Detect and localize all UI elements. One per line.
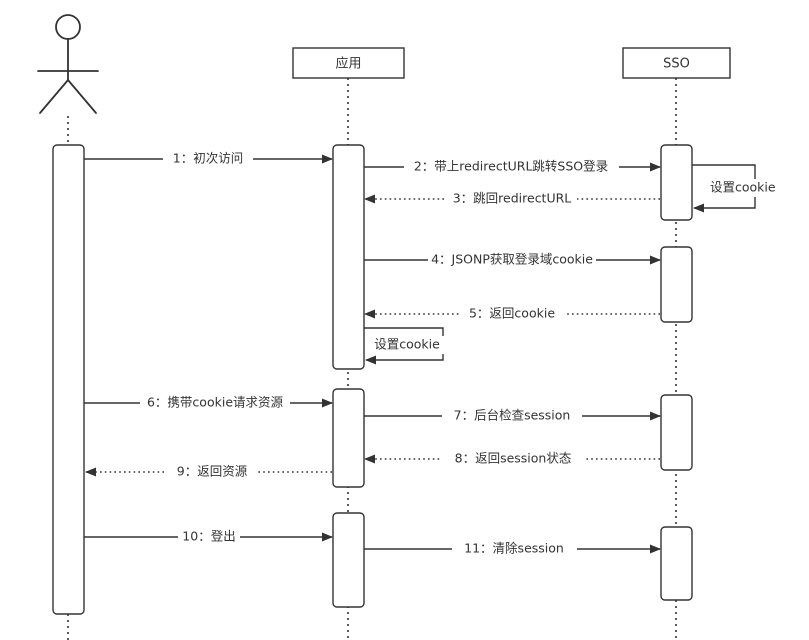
participant-sso-box [622,47,731,79]
message-7[interactable]: 7：后台检查session [364,407,661,425]
activation-bar-app-3 [332,512,365,608]
participant-actor[interactable] [37,14,99,114]
message-1-label: 1：初次访问 [173,151,243,166]
activation-bar-app-1 [332,144,365,370]
message-8[interactable]: 8：返回session状态 [364,450,660,468]
message-3-label-bg [447,190,577,208]
self-message-app-set-cookie[interactable]: 设置cookie [364,327,444,365]
message-8-label-bg [440,450,586,468]
activation-bar-sso-4 [660,526,693,601]
participant-app-label: 应用 [335,56,361,72]
message-4[interactable]: 4：JSONP获取登录域cookie [364,251,661,269]
message-5-label: 5：返回cookie [469,306,555,321]
activation-bar-sso-1 [660,144,693,221]
actor-leg-left-icon [39,79,69,114]
message-10-label: 10：登出 [182,529,235,544]
message-1-label-bg [163,150,253,168]
self-message-app-label-bg [371,336,444,354]
message-9-label: 9：返回资源 [177,464,248,479]
message-10[interactable]: 10：登出 [84,528,333,546]
message-2-label: 2：带上redirectURL跳转SSO登录 [414,159,608,174]
message-8-label: 8：返回session状态 [455,451,572,466]
message-10-label-bg [178,528,240,546]
message-2[interactable]: 2：带上redirectURL跳转SSO登录 [364,158,661,176]
activation-bar-actor-1 [52,144,85,615]
message-4-label-bg [428,251,596,269]
message-6[interactable]: 6：携带cookie请求资源 [84,394,333,412]
message-2-label-bg [404,158,619,176]
message-6-label: 6：携带cookie请求资源 [147,395,284,410]
self-message-app-label: 设置cookie [374,337,440,352]
message-5-label-bg [460,305,565,323]
activation-bar-sso-3 [660,394,693,471]
message-1[interactable]: 1：初次访问 [84,150,333,168]
message-7-label: 7：后台检查session [454,408,571,423]
actor-leg-right-icon [67,79,97,114]
message-7-label-bg [442,407,582,425]
message-9[interactable]: 9：返回资源 [85,463,332,481]
self-message-sso-label-bg [708,179,809,197]
participant-sso[interactable]: SSO [622,47,731,79]
message-3[interactable]: 3：跳回redirectURL [364,190,660,208]
message-11-label-bg [452,540,577,558]
message-4-label: 4：JSONP获取登录域cookie [431,252,593,267]
message-11-label: 11：清除session [464,541,564,556]
participant-app[interactable]: 应用 [292,47,405,79]
self-message-sso-set-cookie[interactable]: 设置cookie [692,164,809,213]
message-6-label-bg [140,394,290,412]
activation-bar-app-2 [332,388,365,488]
self-message-sso-label: 设置cookie [710,180,776,195]
message-9-label-bg [166,463,258,481]
actor-head-icon [55,14,81,40]
activation-bar-sso-2 [660,246,693,323]
participant-sso-label: SSO [663,57,690,72]
participant-app-box [292,47,405,79]
message-5[interactable]: 5：返回cookie [364,305,660,323]
message-3-label: 3：跳回redirectURL [453,191,572,206]
message-11[interactable]: 11：清除session [364,540,661,558]
